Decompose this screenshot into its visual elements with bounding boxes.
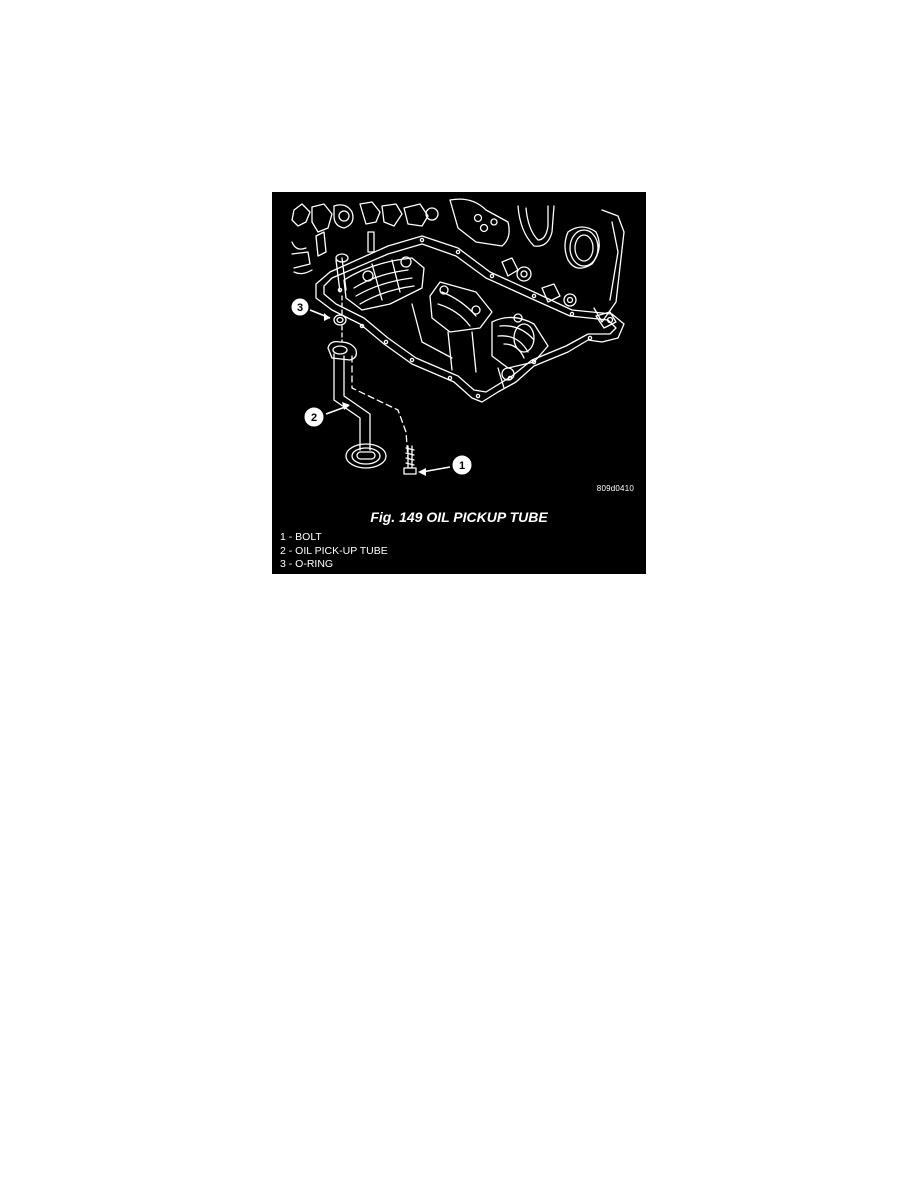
legend-item-bolt: 1 - BOLT xyxy=(280,531,322,543)
callout-2-label: 2 xyxy=(311,412,317,424)
figure-id-code: 809d0410 xyxy=(596,484,634,493)
callout-1: 1 xyxy=(418,454,473,476)
figure-caption: Fig. 149 OIL PICKUP TUBE xyxy=(370,509,548,525)
oil-pickup-tube-figure: 3 2 1 809d0410 Fig. 149 OIL PICKUP TUBE … xyxy=(272,192,646,574)
legend-item-o-ring: 3 - O-RING xyxy=(280,558,334,570)
callout-3: 3 xyxy=(290,297,331,321)
figure-legend: 1 - BOLT 2 - OIL PICK-UP TUBE 3 - O-RING xyxy=(280,531,388,572)
callout-2: 2 xyxy=(303,402,350,428)
callout-1-label: 1 xyxy=(459,460,465,472)
callout-3-label: 3 xyxy=(297,302,303,314)
engine-block-illustration: 3 2 1 xyxy=(290,198,625,476)
legend-item-oil-pickup-tube: 2 - OIL PICK-UP TUBE xyxy=(280,544,388,557)
